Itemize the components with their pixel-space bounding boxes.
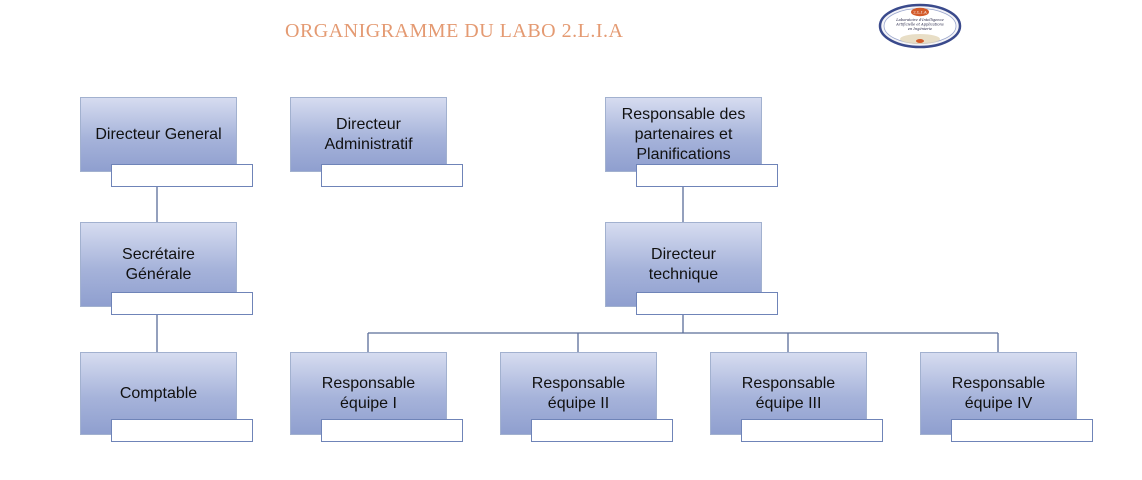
page-title: ORGANIGRAMME DU LABO 2.L.I.A (285, 20, 624, 42)
logo-line-1: Laboratoire d'Intelligence (895, 18, 944, 22)
node-comptable-subfield (111, 419, 253, 442)
node-directeur-administratif-subfield (321, 164, 463, 187)
logo-badge-text: 2.L.I.A (913, 10, 927, 15)
node-secretaire-generale-subfield (111, 292, 253, 315)
node-directeur-technique-subfield (636, 292, 778, 315)
node-directeur-general-label: Directeur General (95, 125, 222, 143)
node-responsable-equipe-1-subfield (321, 419, 463, 442)
node-directeur-administratif-label: Directeur Administratif (324, 115, 413, 153)
node-directeur-general: Directeur General (80, 97, 237, 172)
node-responsable-equipe-3-label: Responsable équipe III (741, 374, 836, 412)
node-responsable-partenaires: Responsable des partenaires et Planifica… (605, 97, 762, 172)
node-directeur-technique-label: Directeur technique (648, 245, 719, 283)
node-directeur-administratif: Directeur Administratif (290, 97, 447, 172)
node-responsable-equipe-4-label: Responsable équipe IV (951, 374, 1046, 412)
node-responsable-equipe-1-label: Responsable équipe I (321, 374, 416, 412)
node-responsable-equipe-1: Responsable équipe I (290, 352, 447, 435)
node-responsable-equipe-2-subfield (531, 419, 673, 442)
node-secretaire-generale-label: Secrétaire Générale (122, 245, 195, 283)
node-responsable-equipe-4-subfield (951, 419, 1093, 442)
node-responsable-equipe-3-subfield (741, 419, 883, 442)
logo-line-2: Artificielle et Applications (895, 23, 944, 27)
lab-logo: 2.L.I.A Laboratoire d'Intelligence Artif… (878, 3, 962, 49)
node-comptable-label: Comptable (119, 384, 198, 402)
node-responsable-equipe-2-label: Responsable équipe II (531, 374, 626, 412)
node-directeur-general-subfield (111, 164, 253, 187)
logo-line-3: en Ingénierie (908, 27, 932, 31)
node-responsable-partenaires-label: Responsable des partenaires et Planifica… (621, 105, 746, 163)
node-responsable-partenaires-subfield (636, 164, 778, 187)
